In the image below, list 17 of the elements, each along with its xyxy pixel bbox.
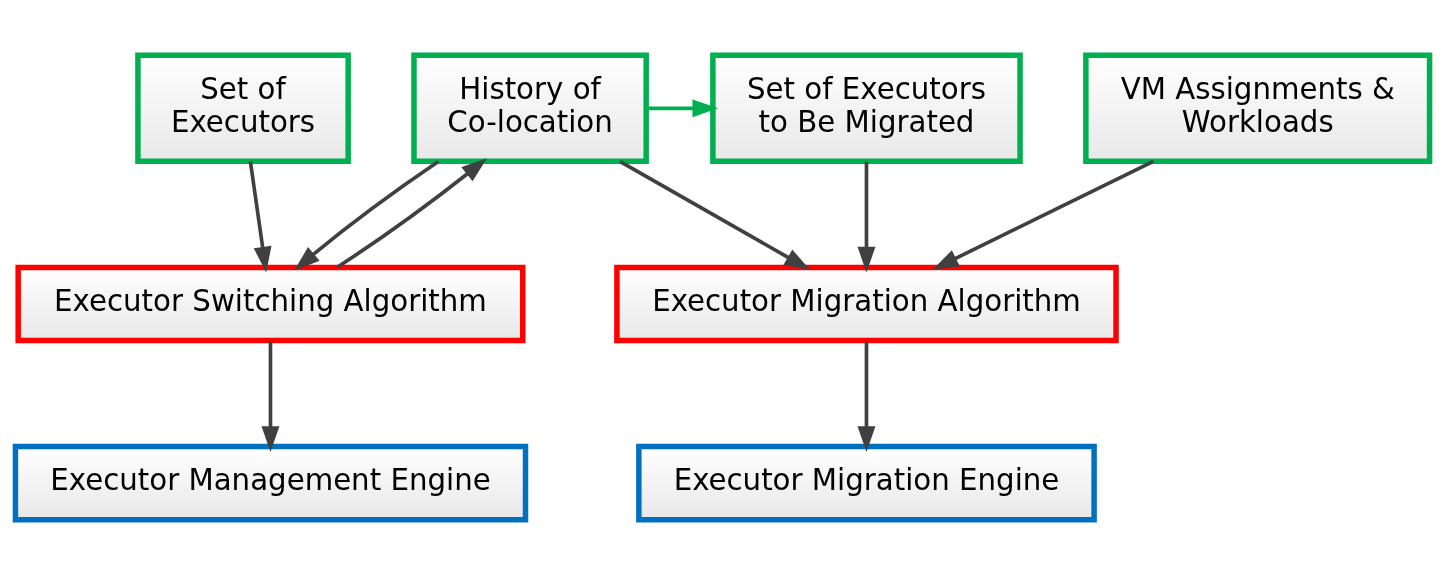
arrow <box>294 159 440 270</box>
arrow <box>336 157 487 268</box>
arrow <box>248 160 272 272</box>
node-box: Set of Executors to Be Migrated <box>710 52 1023 164</box>
node-box: Executor Migration Engine <box>636 443 1097 522</box>
arrow <box>261 340 280 452</box>
node-box: VM Assignments & Workloads <box>1083 52 1433 164</box>
node-box: History of Co-location <box>411 52 649 164</box>
arrow <box>932 159 1155 270</box>
node-box: Executor Management Engine <box>12 443 529 522</box>
arrow <box>646 98 719 117</box>
arrow <box>857 161 876 272</box>
arrow <box>857 340 876 452</box>
node-box: Executor Migration Algorithm <box>614 264 1119 343</box>
arrow <box>619 159 811 270</box>
node-box: Executor Switching Algorithm <box>15 264 526 343</box>
node-box: Set of Executors <box>135 52 351 164</box>
